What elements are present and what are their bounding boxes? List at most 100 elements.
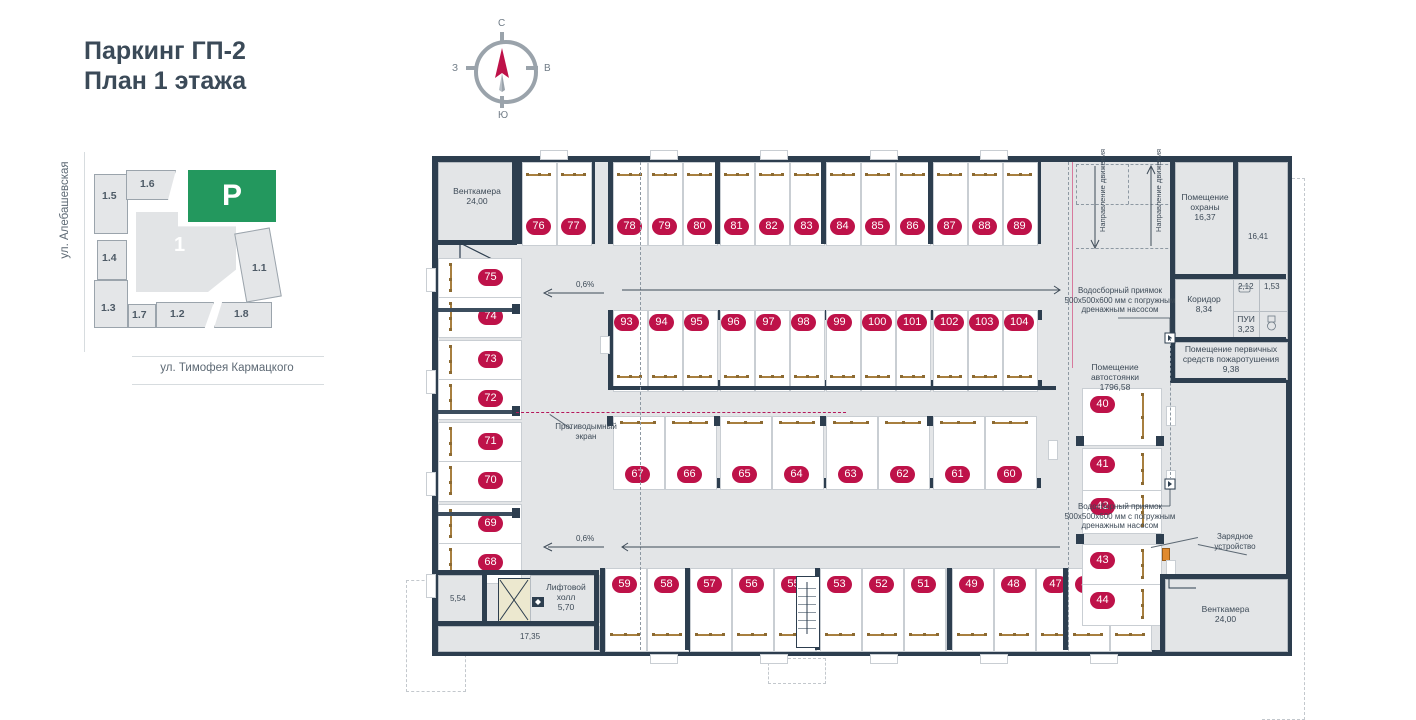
parking-spot-badge[interactable]: 59 [612,576,637,593]
parking-spot-badge[interactable]: 69 [478,515,503,532]
parking-spot-badge[interactable]: 89 [1007,218,1032,235]
parking-spot-badge[interactable]: 80 [687,218,712,235]
keymap-block-1-4[interactable] [97,240,127,280]
parking-spot-badge[interactable]: 65 [732,466,757,483]
room-ventkamera-bottom[interactable] [1165,579,1288,652]
parking-spot-badge[interactable]: 56 [739,576,764,593]
parking-spot-badge[interactable]: 44 [1090,592,1115,609]
parking-curb-dot [449,384,452,387]
parking-curb-dot [449,371,452,374]
parking-spot-badge[interactable]: 96 [721,314,746,331]
parking-curb-dot [948,173,952,176]
wall-top [432,156,1292,162]
parking-spot-badge[interactable]: 63 [838,466,863,483]
parking-spot-badge[interactable]: 42 [1090,498,1115,515]
parking-curb-dot [1141,416,1144,419]
parking-spot-badge[interactable]: 88 [972,218,997,235]
parking-spot-badge[interactable]: 62 [890,466,915,483]
parking-spot-badge[interactable]: 101 [897,314,928,331]
parking-curb-dot [876,173,880,176]
site-key-map[interactable]: ул. Алебашевская ул. Тимофея Кармацкого … [44,152,344,385]
parking-spot-badge[interactable]: 53 [827,576,852,593]
parking-bay[interactable] [438,461,522,502]
parking-curb-dot [764,633,767,636]
parking-spot-badge[interactable]: 52 [869,576,894,593]
keymap-block-1-7[interactable] [128,304,156,328]
bay-divider-wall [600,568,605,650]
parking-spot-badge[interactable]: 95 [684,314,709,331]
parking-spot-badge[interactable]: 43 [1090,552,1115,569]
keymap-block-1-6[interactable] [126,170,176,200]
parking-curb-dot [1141,436,1144,439]
room-fire-equipment[interactable] [1175,342,1288,380]
parking-spot-badge[interactable]: 67 [625,466,650,483]
parking-spot-badge[interactable]: 49 [959,576,984,593]
facade-window [760,150,788,160]
parking-spot-badge[interactable]: 81 [724,218,749,235]
parking-spot-badge[interactable]: 77 [561,218,586,235]
parking-spot-badge[interactable]: 41 [1090,456,1115,473]
room-16-41[interactable] [1238,162,1288,280]
parking-spot-badge[interactable]: 79 [652,218,677,235]
parking-spot-badge[interactable]: 61 [945,466,970,483]
parking-curb-dot [830,375,833,378]
parking-spot-badge[interactable]: 93 [614,314,639,331]
parking-spot-badge[interactable]: 104 [1004,314,1035,331]
parking-spot-badge[interactable]: 99 [827,314,852,331]
parking-spot-badge[interactable]: 100 [862,314,893,331]
parking-spot-badge[interactable]: 75 [478,269,503,286]
parking-spot-badge[interactable]: 97 [756,314,781,331]
parking-spot-badge[interactable]: 86 [900,218,925,235]
parking-curb-dot [794,173,797,176]
parking-spot-badge[interactable]: 60 [997,466,1022,483]
parking-spot-badge[interactable]: 72 [478,390,503,407]
compass-tick-e [526,66,538,70]
structural-column [607,416,613,426]
wall-ventkamera-bottom [438,240,517,245]
parking-spot-badge[interactable]: 47 [1043,576,1068,593]
facade-window [1090,654,1118,664]
parking-spot-badge[interactable]: 40 [1090,396,1115,413]
compass-label-west: З [452,63,459,74]
parking-curb-dot [781,173,784,176]
parking-spot-badge[interactable]: 58 [654,576,679,593]
room-17-35[interactable] [438,626,600,652]
keymap-block-1-5[interactable] [94,174,128,234]
parking-spot-badge[interactable]: 102 [934,314,965,331]
parking-curb-dot [983,375,987,378]
parking-curb-dot [561,173,564,176]
room-2-12[interactable] [1233,279,1261,313]
parking-spot-badge[interactable]: 70 [478,472,503,489]
keymap-block-1-3[interactable] [94,280,128,328]
keymap-parking-marker[interactable]: P [188,170,276,222]
parking-spot-badge[interactable]: 68 [478,554,503,571]
parking-spot-badge[interactable]: 78 [617,218,642,235]
bay-divider-wall [947,568,952,650]
parking-spot-badge[interactable]: 76 [526,218,551,235]
parking-spot-badge[interactable]: 103 [969,314,1000,331]
parking-spot-badge[interactable]: 51 [911,576,936,593]
parking-spot-badge[interactable]: 48 [1001,576,1026,593]
parking-spot-badge[interactable]: 87 [937,218,962,235]
parking-spot-badge[interactable]: 98 [791,314,816,331]
parking-spot-badge[interactable]: 73 [478,351,503,368]
bay-divider-wall [821,162,826,244]
parking-spot-badge[interactable]: 83 [794,218,819,235]
parking-spot-badge[interactable]: 71 [478,433,503,450]
parking-spot-badge[interactable]: 66 [677,466,702,483]
parking-spot-badge[interactable]: 94 [649,314,674,331]
parking-spot-badge[interactable]: 85 [865,218,890,235]
slope-top-arrow-icon [542,288,604,298]
parking-bay[interactable] [438,297,522,338]
parking-curb-dot [698,173,702,176]
parking-spot-badge[interactable]: 82 [759,218,784,235]
room-security[interactable] [1175,162,1237,280]
parking-spot-badge[interactable]: 64 [784,466,809,483]
parking-spot-badge[interactable]: 84 [830,218,855,235]
keymap-block-1-2[interactable] [156,302,214,328]
street-label-alebashevskaya: ул. Алебашевская [59,161,71,259]
wall-right [1286,156,1292,656]
parking-spot-badge[interactable]: 74 [478,308,503,325]
parking-spot-badge[interactable]: 57 [697,576,722,593]
